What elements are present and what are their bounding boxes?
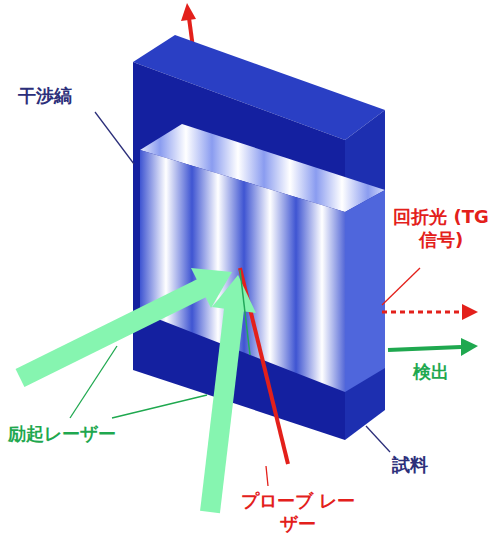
detected-beam bbox=[388, 338, 478, 356]
fringe-label: 干渉縞 bbox=[18, 84, 72, 107]
excitation-label: 励起レーザー bbox=[8, 422, 116, 445]
probe-label: プローブ レーザー bbox=[240, 489, 356, 536]
excitation-beam bbox=[20, 268, 256, 512]
sample-slab bbox=[133, 35, 385, 440]
detect-label: 検出 bbox=[413, 360, 449, 383]
sample-label: 試料 bbox=[392, 453, 428, 476]
diffracted-beam bbox=[382, 304, 478, 320]
signal-label: 回折光 (TG信号) bbox=[392, 205, 490, 252]
leader-lines bbox=[70, 112, 420, 486]
